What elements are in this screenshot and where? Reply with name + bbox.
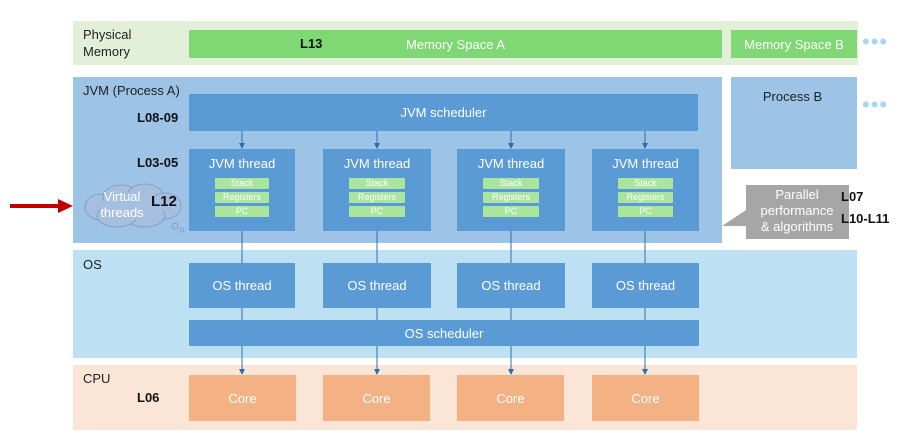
stack-label: Stack	[618, 178, 673, 189]
jvm-scheduler-label: JVM scheduler	[400, 105, 487, 120]
parallel-lecture-tag-1: L07	[841, 189, 864, 204]
core-1: Core	[189, 375, 296, 421]
jvm-scheduler-bar: JVM scheduler	[189, 94, 698, 131]
red-arrow-icon	[10, 199, 73, 213]
core-label: Core	[496, 390, 525, 406]
jvm-process-label: JVM (Process A)	[83, 83, 180, 98]
os-thread-label: OS thread	[615, 278, 676, 293]
os-thread-3: OS thread	[457, 263, 565, 308]
virtual-threads-lecture-tag: L12	[151, 193, 177, 210]
jvm-thread-title: JVM thread	[477, 156, 545, 171]
pc-label: PC	[618, 206, 673, 217]
virtual-threads-label: Virtual threads	[100, 189, 144, 220]
process-b-label: Process B	[762, 89, 823, 104]
jvm-thread-title: JVM thread	[208, 156, 276, 171]
registers-label: Registers	[483, 192, 539, 203]
memory-space-a-bar: Memory Space A	[189, 30, 722, 58]
core-label: Core	[631, 390, 660, 406]
jvm-thread-2: JVM thread Stack Registers PC	[323, 149, 431, 231]
registers-label: Registers	[618, 192, 673, 203]
stack-label: Stack	[349, 178, 405, 189]
registers-label: Registers	[215, 192, 269, 203]
physical-memory-label: Physical Memory	[83, 27, 132, 59]
os-scheduler-label: OS scheduler	[404, 325, 484, 341]
os-scheduler-bar: OS scheduler	[189, 320, 699, 346]
parallel-lecture-tag-2: L10-L11	[841, 211, 890, 226]
jvm-thread-4: JVM thread Stack Registers PC	[592, 149, 699, 231]
os-thread-4: OS thread	[592, 263, 699, 308]
virtual-threads-cloud-icon	[84, 183, 185, 233]
memory-lecture-tag: L13	[300, 36, 323, 51]
pc-label: PC	[215, 206, 269, 217]
cpu-label: CPU	[83, 371, 111, 386]
parallel-callout-shape	[722, 185, 849, 239]
jvm-thread-title: JVM thread	[343, 156, 411, 171]
cpu-lecture-tag: L06	[137, 390, 160, 405]
os-thread-1: OS thread	[189, 263, 295, 308]
memory-space-b-label: Memory Space B	[744, 36, 844, 52]
os-thread-label: OS thread	[481, 278, 541, 293]
stack-label: Stack	[483, 178, 539, 189]
core-label: Core	[362, 390, 391, 406]
core-4: Core	[592, 375, 699, 421]
memory-space-b-bar: Memory Space B	[731, 30, 857, 58]
os-thread-label: OS thread	[347, 278, 407, 293]
parallel-callout-label: Parallel performance & algorithms	[760, 187, 834, 234]
process-b-layer	[731, 77, 857, 169]
core-label: Core	[228, 390, 257, 406]
os-thread-2: OS thread	[323, 263, 431, 308]
jvm-thread-1: JVM thread Stack Registers PC	[189, 149, 295, 231]
jvm-threads-lecture-tag: L03-05	[137, 155, 179, 170]
jvm-thread-title: JVM thread	[612, 156, 679, 171]
os-label: OS	[83, 257, 102, 272]
stack-label: Stack	[215, 178, 269, 189]
jvm-scheduler-lecture-tag: L08-09	[137, 110, 179, 125]
pc-label: PC	[349, 206, 405, 217]
jvm-thread-3: JVM thread Stack Registers PC	[457, 149, 565, 231]
pc-label: PC	[483, 206, 539, 217]
memory-space-a-label: Memory Space A	[406, 36, 505, 52]
registers-label: Registers	[349, 192, 405, 203]
core-3: Core	[457, 375, 564, 421]
core-2: Core	[323, 375, 430, 421]
os-thread-label: OS thread	[212, 278, 272, 293]
